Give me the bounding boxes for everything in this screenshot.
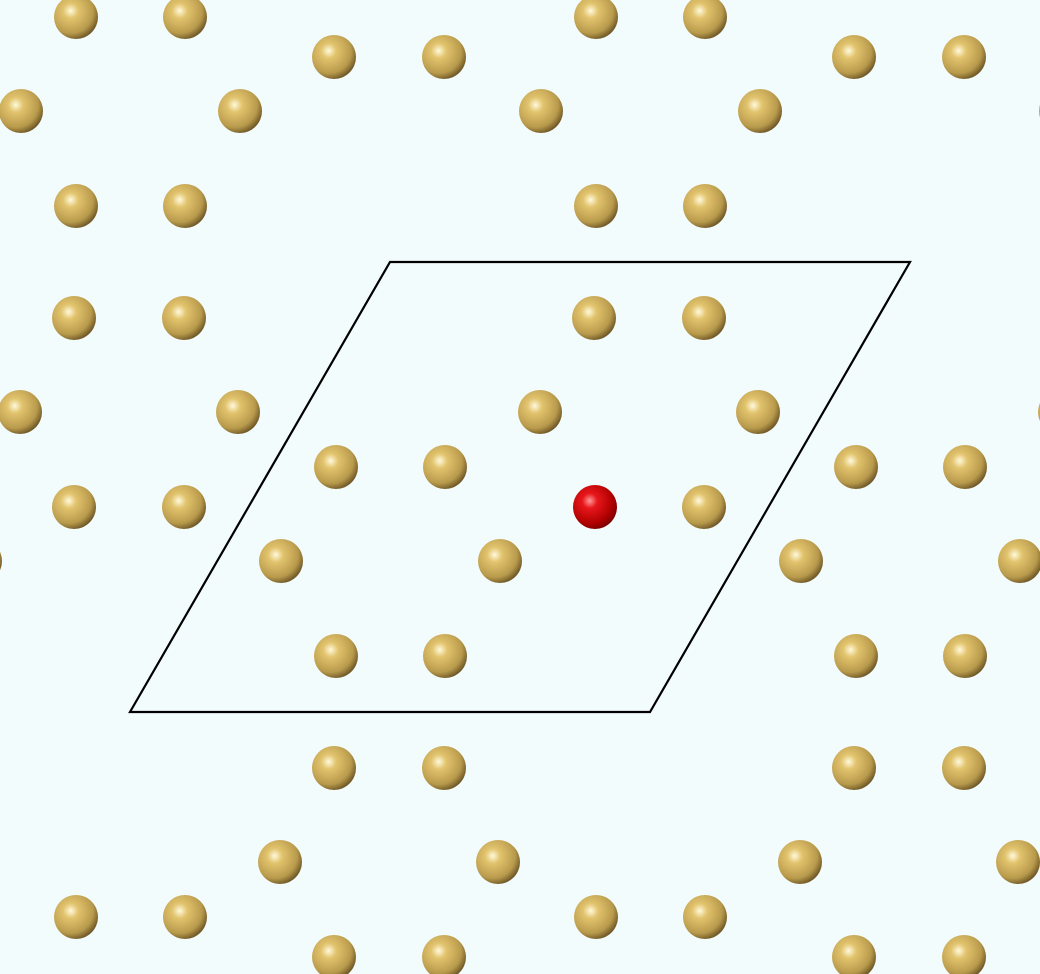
host-atom [258,840,302,884]
host-atom [942,746,986,790]
host-atom [422,746,466,790]
unit-cell-outline [128,260,912,714]
host-atom [0,390,42,434]
host-atom [163,0,207,39]
host-atom [683,184,727,228]
host-atom [942,35,986,79]
host-atom [54,0,98,39]
host-atom [163,895,207,939]
dopant-atom [573,485,617,529]
host-atom [574,0,618,39]
host-atom [314,445,358,489]
host-atom [738,89,782,133]
host-atom [476,840,520,884]
host-atom [422,35,466,79]
host-atom [423,445,467,489]
host-atom [54,895,98,939]
host-atom [682,296,726,340]
host-atom [52,485,96,529]
host-atom [834,634,878,678]
host-atom [312,35,356,79]
host-atom [996,840,1040,884]
host-atom [54,184,98,228]
host-atom [519,89,563,133]
host-atom [162,485,206,529]
host-atom [683,895,727,939]
host-atom [162,296,206,340]
host-atom [779,539,823,583]
host-atom [832,35,876,79]
host-atom [163,184,207,228]
host-atom [574,895,618,939]
host-atom [834,445,878,489]
host-atom [259,539,303,583]
host-atom [314,634,358,678]
host-atom [0,89,43,133]
host-atom [423,634,467,678]
host-atom [574,184,618,228]
host-atom [422,935,466,974]
host-atom [518,390,562,434]
host-atom [943,634,987,678]
host-atom [312,746,356,790]
host-atom [832,935,876,974]
host-atom [998,539,1040,583]
host-atom [312,935,356,974]
host-atom [572,296,616,340]
host-atom [943,445,987,489]
host-atom [478,539,522,583]
host-atom [216,390,260,434]
host-atom [736,390,780,434]
host-atom [942,935,986,974]
host-atom [778,840,822,884]
host-atom [218,89,262,133]
host-atom [682,485,726,529]
host-atom [832,746,876,790]
host-atom [683,0,727,39]
host-atom [0,551,2,571]
host-atom [52,296,96,340]
dopant-atoms [573,485,617,529]
